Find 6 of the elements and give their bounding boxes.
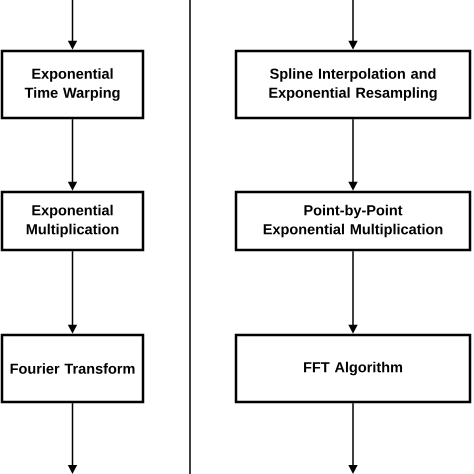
process-box: Exponential Multiplication [0,190,144,252]
process-box: Exponential Time Warping [0,50,144,120]
process-box: FFT Algorithm [234,334,472,404]
process-box: Fourier Transform [0,334,144,404]
process-box: Point-by-Point Exponential Multiplication [234,190,472,252]
process-box: Spline Interpolation and Exponential Resampling [234,50,472,120]
